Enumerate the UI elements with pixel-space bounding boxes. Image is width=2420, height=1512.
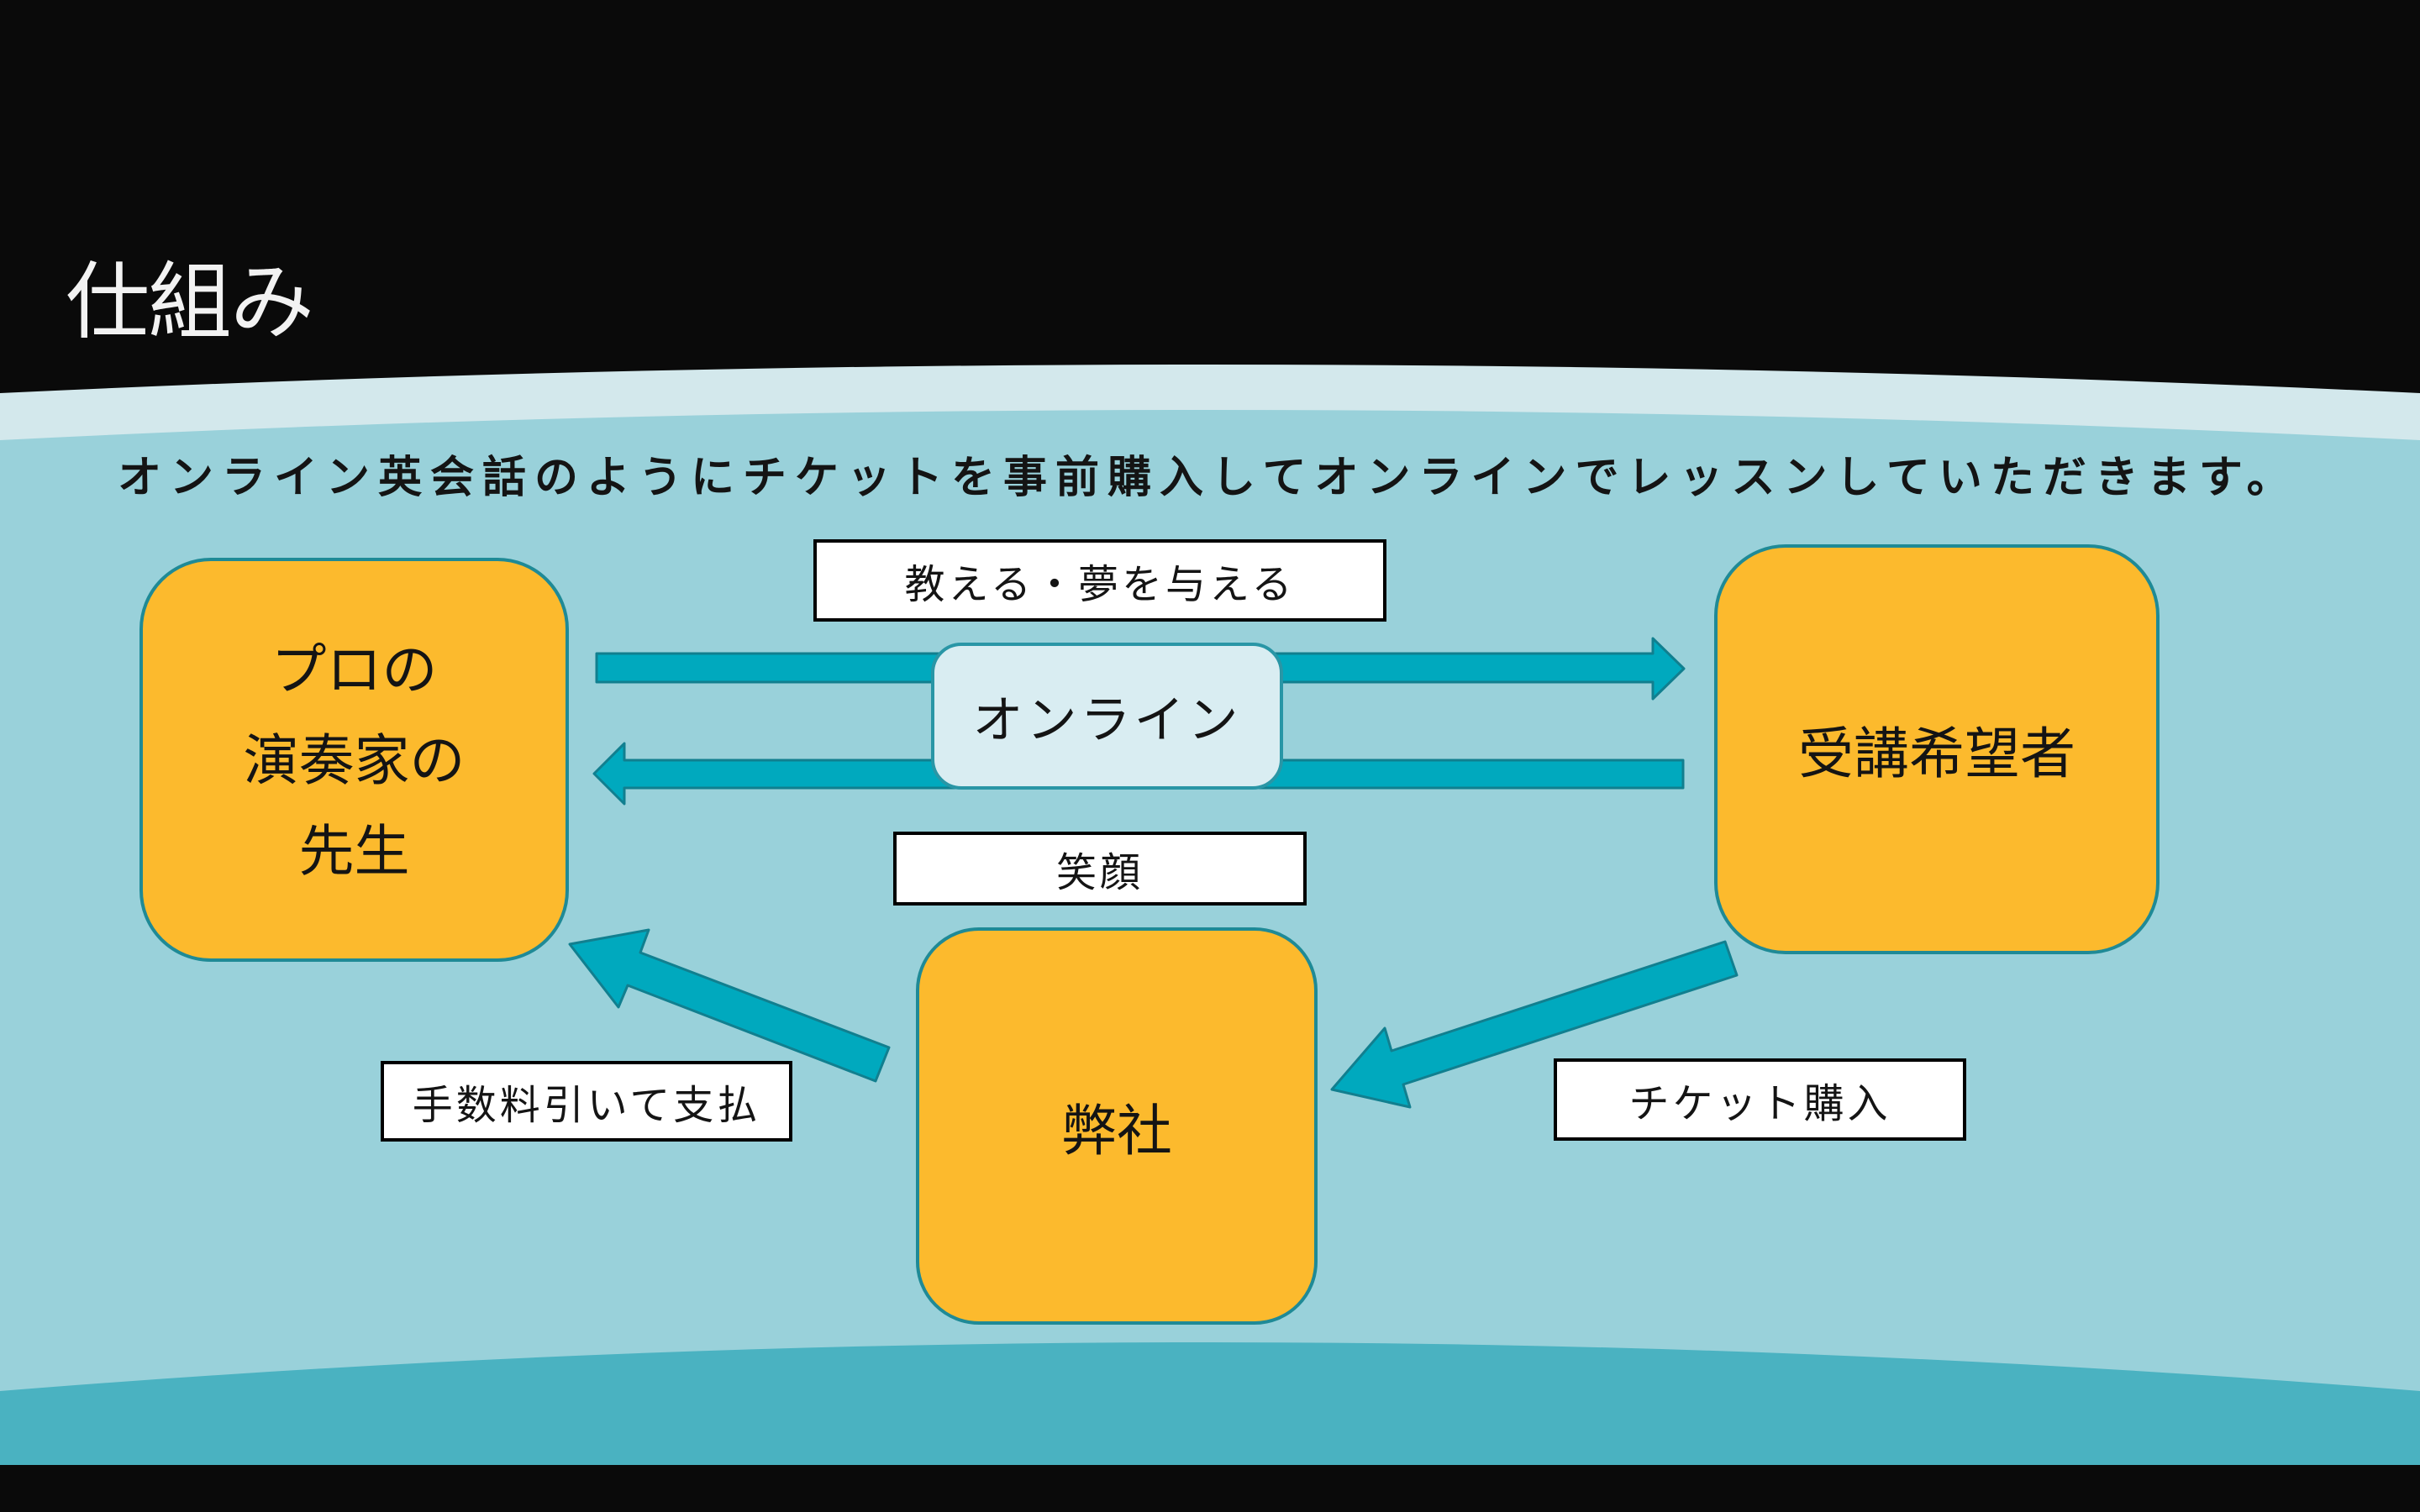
node-student-label: 受講希望者	[1798, 722, 2075, 785]
node-teacher-line: 先生	[298, 819, 410, 882]
node-student: 受講希望者	[1714, 544, 2160, 954]
down-left-arrow-icon	[1330, 940, 1739, 1109]
slide-subtitle: オンライン英会話のようにチケットを事前購入してオンラインでレッスンしていただきま…	[118, 454, 2299, 502]
label-teach-give-dreams: 教える・夢を与える	[813, 539, 1386, 622]
node-teacher: プロの 演奏家の 先生	[139, 558, 569, 962]
node-company-label: 弊社	[1061, 1099, 1172, 1162]
label-ticket-purchase: チケット購入	[1554, 1058, 1966, 1141]
node-company: 弊社	[916, 927, 1318, 1325]
slide-title: 仕組み	[66, 255, 314, 349]
node-teacher-line: 演奏家の	[243, 728, 466, 791]
up-left-arrow-icon	[568, 928, 891, 1083]
label-payout-minus-fee: 手数料引いて支払	[381, 1061, 792, 1142]
label-smile: 笑顔	[893, 832, 1307, 906]
node-online: オンライン	[931, 643, 1283, 790]
bottom-black-strip	[0, 1465, 2420, 1512]
node-online-label: オンライン	[972, 692, 1242, 748]
node-teacher-line: プロの	[271, 638, 438, 701]
